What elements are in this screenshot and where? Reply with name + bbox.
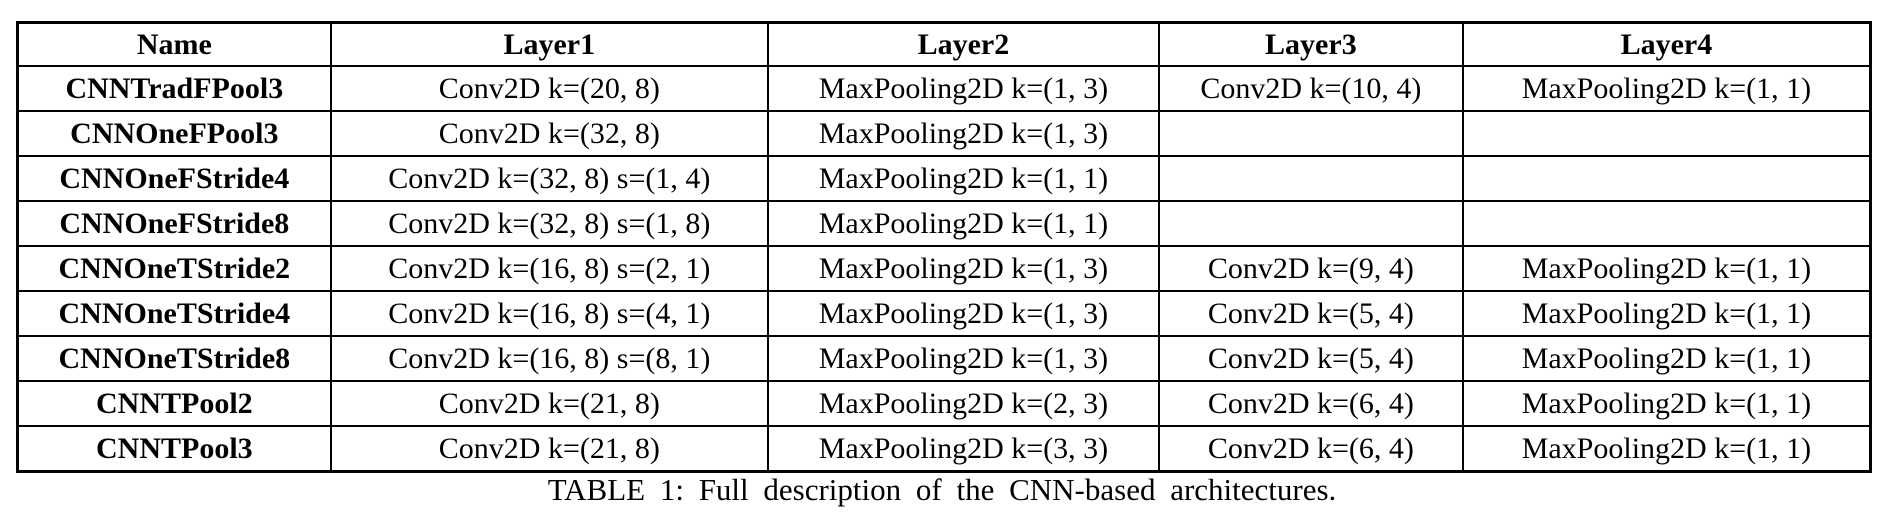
layer2-cell: MaxPooling2D k=(1, 3) xyxy=(766,245,1160,292)
column-header-layer3: Layer3 xyxy=(1157,21,1464,67)
table-row: CNNOneFStride4 Conv2D k=(32, 8) s=(1, 4)… xyxy=(16,155,1872,202)
layer2-cell: MaxPooling2D k=(1, 3) xyxy=(766,110,1160,157)
layer2-cell: MaxPooling2D k=(3, 3) xyxy=(766,425,1160,473)
layer2-cell: MaxPooling2D k=(1, 1) xyxy=(766,200,1160,247)
layer1-cell: Conv2D k=(16, 8) s=(4, 1) xyxy=(329,290,769,337)
table-row: CNNTPool3 Conv2D k=(21, 8) MaxPooling2D … xyxy=(16,425,1872,473)
name-cell: CNNOneTStride4 xyxy=(16,290,332,337)
layer1-cell: Conv2D k=(32, 8) xyxy=(329,110,769,157)
table-row: CNNTradFPool3 Conv2D k=(20, 8) MaxPoolin… xyxy=(16,65,1872,112)
layer1-cell: Conv2D k=(16, 8) s=(2, 1) xyxy=(329,245,769,292)
table-row: CNNOneFStride8 Conv2D k=(32, 8) s=(1, 8)… xyxy=(16,200,1872,247)
table-row: CNNOneFPool3 Conv2D k=(32, 8) MaxPooling… xyxy=(16,110,1872,157)
name-cell: CNNTPool2 xyxy=(16,380,332,427)
layer3-cell: Conv2D k=(10, 4) xyxy=(1157,65,1464,112)
table-header: Name Layer1 Layer2 Layer3 Layer4 xyxy=(16,21,1872,67)
layer2-cell: MaxPooling2D k=(1, 3) xyxy=(766,335,1160,382)
table-caption: TABLE 1: Full description of the CNN-bas… xyxy=(547,472,1337,507)
layer4-cell: MaxPooling2D k=(1, 1) xyxy=(1461,65,1872,112)
table-row: CNNTPool2 Conv2D k=(21, 8) MaxPooling2D … xyxy=(16,380,1872,427)
layer4-cell xyxy=(1461,200,1872,247)
layer1-cell: Conv2D k=(32, 8) s=(1, 4) xyxy=(329,155,769,202)
name-cell: CNNOneFStride8 xyxy=(16,200,332,247)
table-body: CNNTradFPool3 Conv2D k=(20, 8) MaxPoolin… xyxy=(16,65,1872,473)
architecture-table: Name Layer1 Layer2 Layer3 Layer4 CNNTrad… xyxy=(16,21,1872,473)
layer3-cell: Conv2D k=(6, 4) xyxy=(1157,425,1464,473)
layer4-cell xyxy=(1461,155,1872,202)
layer2-cell: MaxPooling2D k=(1, 3) xyxy=(766,65,1160,112)
layer1-cell: Conv2D k=(21, 8) xyxy=(329,425,769,473)
layer3-cell: Conv2D k=(5, 4) xyxy=(1157,290,1464,337)
layer3-cell: Conv2D k=(5, 4) xyxy=(1157,335,1464,382)
layer3-cell xyxy=(1157,155,1464,202)
header-row: Name Layer1 Layer2 Layer3 Layer4 xyxy=(16,21,1872,67)
table-row: CNNOneTStride4 Conv2D k=(16, 8) s=(4, 1)… xyxy=(16,290,1872,337)
name-cell: CNNOneTStride2 xyxy=(16,245,332,292)
name-cell: CNNTPool3 xyxy=(16,425,332,473)
column-header-layer1: Layer1 xyxy=(329,21,769,67)
layer4-cell: MaxPooling2D k=(1, 1) xyxy=(1461,290,1872,337)
layer3-cell: Conv2D k=(9, 4) xyxy=(1157,245,1464,292)
layer2-cell: MaxPooling2D k=(1, 3) xyxy=(766,290,1160,337)
layer2-cell: MaxPooling2D k=(1, 1) xyxy=(766,155,1160,202)
layer4-cell: MaxPooling2D k=(1, 1) xyxy=(1461,245,1872,292)
name-cell: CNNOneFPool3 xyxy=(16,110,332,157)
layer1-cell: Conv2D k=(16, 8) s=(8, 1) xyxy=(329,335,769,382)
layer3-cell xyxy=(1157,200,1464,247)
column-header-layer4: Layer4 xyxy=(1461,21,1872,67)
column-header-name: Name xyxy=(16,21,332,67)
layer1-cell: Conv2D k=(20, 8) xyxy=(329,65,769,112)
layer4-cell: MaxPooling2D k=(1, 1) xyxy=(1461,380,1872,427)
layer2-cell: MaxPooling2D k=(2, 3) xyxy=(766,380,1160,427)
layer3-cell: Conv2D k=(6, 4) xyxy=(1157,380,1464,427)
layer4-cell: MaxPooling2D k=(1, 1) xyxy=(1461,425,1872,473)
table-row: CNNOneTStride8 Conv2D k=(16, 8) s=(8, 1)… xyxy=(16,335,1872,382)
layer4-cell xyxy=(1461,110,1872,157)
name-cell: CNNOneFStride4 xyxy=(16,155,332,202)
name-cell: CNNOneTStride8 xyxy=(16,335,332,382)
layer1-cell: Conv2D k=(21, 8) xyxy=(329,380,769,427)
layer4-cell: MaxPooling2D k=(1, 1) xyxy=(1461,335,1872,382)
name-cell: CNNTradFPool3 xyxy=(16,65,332,112)
layer3-cell xyxy=(1157,110,1464,157)
column-header-layer2: Layer2 xyxy=(766,21,1160,67)
table-row: CNNOneTStride2 Conv2D k=(16, 8) s=(2, 1)… xyxy=(16,245,1872,292)
layer1-cell: Conv2D k=(32, 8) s=(1, 8) xyxy=(329,200,769,247)
